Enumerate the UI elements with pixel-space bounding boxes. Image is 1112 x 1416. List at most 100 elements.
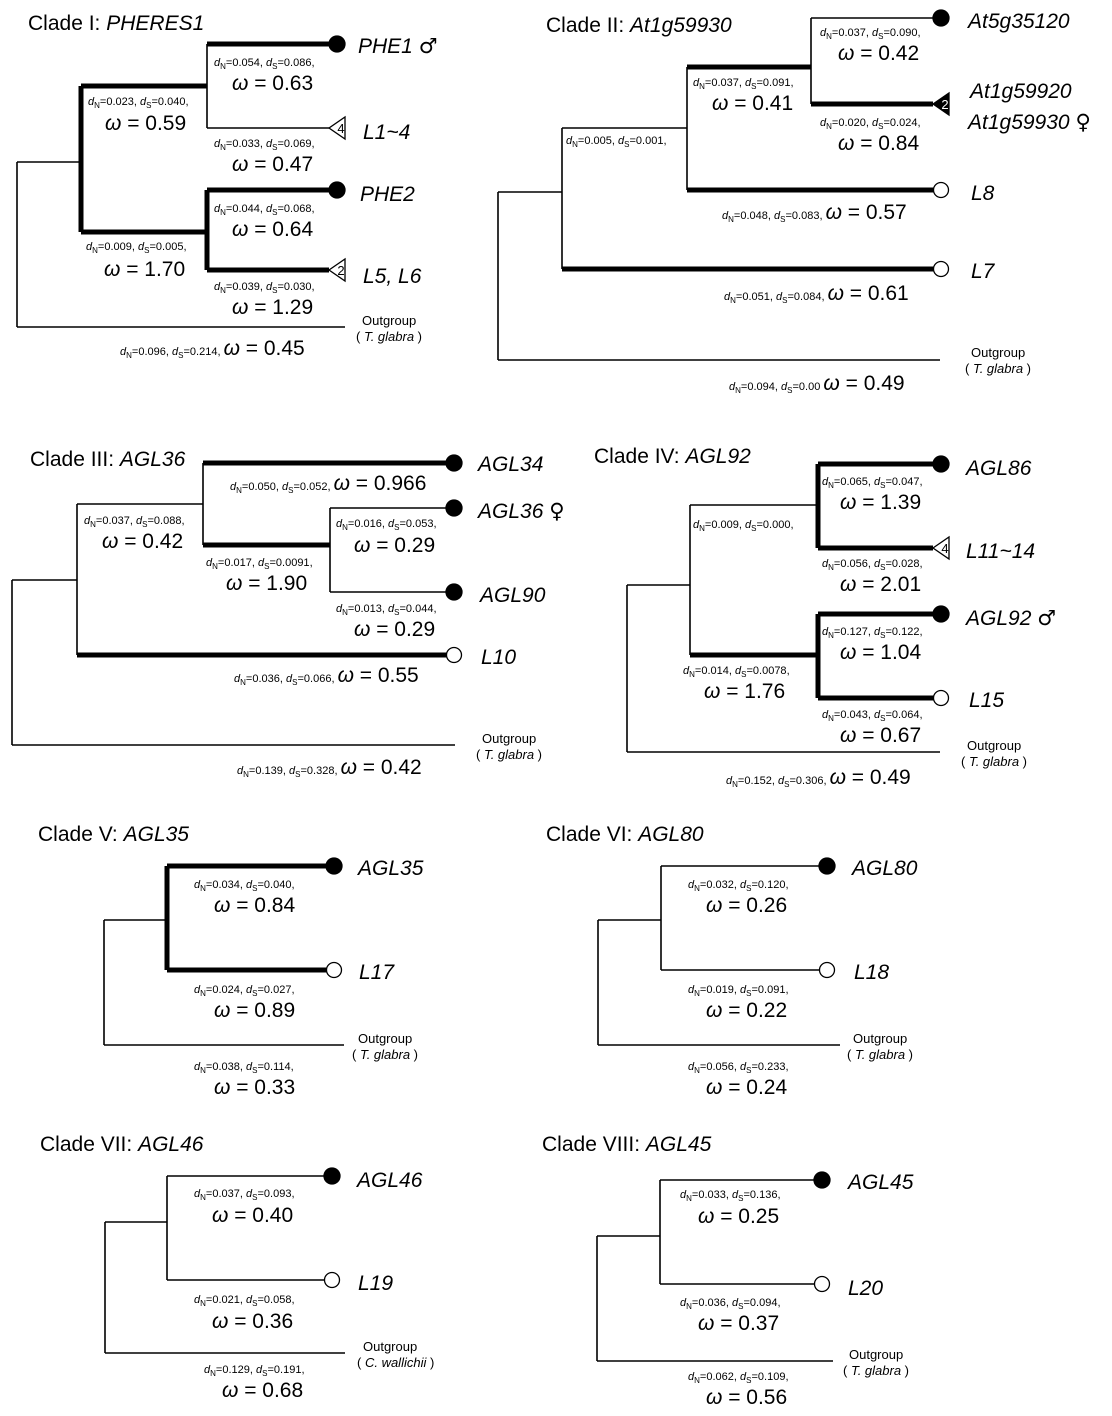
dn-ds-label: dN=0.043, dS=0.064, (822, 709, 923, 723)
outgroup-species: ( T. glabra ) (352, 1047, 418, 1062)
dn-ds-label: dN=0.129, dS=0.191, (204, 1364, 305, 1378)
omega-label: ω = 0.56 (706, 1386, 787, 1409)
omega-label: ω = 0.33 (214, 1076, 295, 1099)
open-circle-marker (932, 689, 950, 707)
dn-ds-label: dN=0.005, dS=0.001, (566, 135, 667, 149)
omega-label: ω = 0.29 (354, 618, 435, 641)
tip-label: AGL90 (478, 584, 546, 607)
dn-ds-label: dN=0.016, dS=0.053, (336, 518, 437, 532)
outgroup-species: ( T. glabra ) (476, 747, 542, 762)
dn-ds-label: dN=0.009, dS=0.000, (693, 519, 794, 533)
dn-ds-label: dN=0.054, dS=0.086, (214, 57, 315, 71)
omega-label: ω = 0.89 (214, 999, 295, 1022)
dn-ds-label: dN=0.009, dS=0.005, (86, 241, 187, 255)
omega-label: ω = 0.63 (232, 72, 313, 95)
dn-ds-omega-label: dN=0.048, dS=0.083, ω = 0.57 (722, 201, 907, 224)
tip-label: At1g59930 ♀ (966, 110, 1091, 134)
tip-label: At5g35120 (966, 10, 1070, 33)
tip-label: L20 (848, 1277, 883, 1300)
clade-title: Clade I: PHERES1 (28, 12, 204, 35)
omega-label: ω = 1.76 (704, 680, 785, 703)
dn-ds-label: dN=0.024, dS=0.027, (194, 984, 295, 998)
filled-circle-marker (325, 857, 343, 875)
dn-ds-omega-label: dN=0.096, dS=0.214, ω = 0.45 (120, 337, 305, 360)
omega-label: ω = 1.70 (104, 258, 185, 281)
open-circle-marker (813, 1275, 831, 1293)
dn-ds-label: dN=0.037, dS=0.093, (194, 1188, 295, 1202)
dn-ds-omega-label: dN=0.152, dS=0.306, ω = 0.49 (726, 766, 911, 789)
outgroup-label: Outgroup (363, 1339, 417, 1354)
open-circle-marker (932, 181, 950, 199)
tip-label: L7 (971, 260, 996, 283)
dn-ds-label: dN=0.037, dS=0.088, (84, 515, 185, 529)
dn-ds-label: dN=0.017, dS=0.0091, (206, 557, 313, 571)
outgroup-label: Outgroup (482, 731, 536, 746)
omega-label: ω = 1.39 (840, 491, 921, 514)
clade-title: Clade V: AGL35 (38, 823, 189, 846)
filled-circle-marker (813, 1171, 831, 1189)
outgroup-species: ( T. glabra ) (847, 1047, 913, 1062)
omega-label: ω = 0.37 (698, 1312, 779, 1335)
dn-ds-label: dN=0.014, dS=0.0078, (683, 665, 790, 679)
open-circle-marker (323, 1271, 341, 1289)
filled-circle-marker (445, 499, 463, 517)
dn-ds-label: dN=0.056, dS=0.233, (688, 1061, 789, 1075)
dn-ds-omega-label: dN=0.139, dS=0.328, ω = 0.42 (237, 756, 422, 779)
omega-label: ω = 0.29 (354, 534, 435, 557)
outgroup-label: Outgroup (971, 345, 1025, 360)
dn-ds-label: dN=0.036, dS=0.094, (680, 1297, 781, 1311)
filled-circle-marker (328, 35, 346, 53)
tip-label: AGL35 (356, 857, 424, 880)
omega-label: ω = 0.40 (212, 1204, 293, 1227)
omega-label: ω = 2.01 (840, 573, 921, 596)
tip-label: L5, L6 (363, 265, 422, 288)
dn-ds-label: dN=0.034, dS=0.040, (194, 879, 295, 893)
clade-title: Clade III: AGL36 (30, 448, 186, 471)
dn-ds-label: dN=0.127, dS=0.122, (822, 626, 923, 640)
filled-circle-marker (932, 455, 950, 473)
omega-label: ω = 0.22 (706, 999, 787, 1022)
tip-label: AGL92 ♂ (964, 606, 1056, 630)
tip-label: L1~4 (363, 121, 410, 144)
omega-label: ω = 1.29 (232, 296, 313, 319)
omega-label: ω = 0.24 (706, 1076, 787, 1099)
dn-ds-label: dN=0.019, dS=0.091, (688, 984, 789, 998)
dn-ds-omega-label: dN=0.036, dS=0.066, ω = 0.55 (234, 664, 419, 687)
collapsed-open-triangle (327, 115, 346, 141)
tip-label: AGL45 (846, 1171, 914, 1194)
open-circle-marker (325, 961, 343, 979)
tip-label: L11~14 (966, 540, 1035, 563)
tip-label: PHE1 ♂ (358, 34, 438, 58)
omega-label: ω = 0.47 (232, 153, 313, 176)
outgroup-species: ( T. glabra ) (961, 754, 1027, 769)
open-circle-marker (818, 961, 836, 979)
outgroup-species: ( T. glabra ) (356, 329, 422, 344)
omega-label: ω = 0.42 (838, 42, 919, 65)
tip-label: L10 (481, 646, 516, 669)
collapsed-count: 4 (337, 121, 344, 136)
omega-label: ω = 0.64 (232, 218, 313, 241)
tip-label: AGL34 (476, 453, 543, 476)
filled-circle-marker (932, 9, 950, 27)
omega-label: ω = 0.68 (222, 1379, 303, 1402)
tip-label: AGL46 (355, 1169, 423, 1192)
omega-label: ω = 0.84 (214, 894, 295, 917)
tip-label: L18 (854, 961, 889, 984)
tip-label: AGL86 (964, 457, 1032, 480)
tip-label: L15 (969, 689, 1004, 712)
clade-title: Clade VI: AGL80 (546, 823, 704, 846)
dn-ds-label: dN=0.037, dS=0.091, (693, 77, 794, 91)
outgroup-label: Outgroup (967, 738, 1021, 753)
clade-title: Clade IV: AGL92 (594, 445, 751, 468)
filled-circle-marker (818, 857, 836, 875)
outgroup-label: Outgroup (849, 1347, 903, 1362)
tip-label: AGL36 ♀ (476, 499, 565, 523)
omega-label: ω = 0.67 (840, 724, 921, 747)
dn-ds-label: dN=0.013, dS=0.044, (336, 603, 437, 617)
outgroup-label: Outgroup (358, 1031, 412, 1046)
dn-ds-label: dN=0.065, dS=0.047, (822, 476, 923, 490)
dn-ds-label: dN=0.044, dS=0.068, (214, 203, 315, 217)
dn-ds-omega-label: dN=0.094, dS=0.00 ω = 0.49 (729, 372, 905, 395)
omega-label: ω = 0.42 (102, 530, 183, 553)
